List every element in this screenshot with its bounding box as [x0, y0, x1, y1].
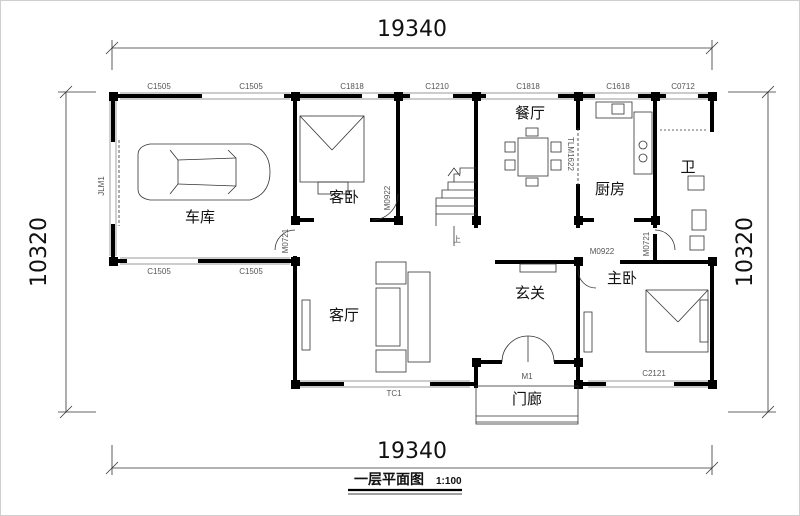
- height-left-label: 10320: [27, 217, 52, 287]
- entrance-door-icon: [501, 335, 555, 363]
- height-right-label: 10320: [733, 217, 758, 287]
- dimension-top: 19340: [105, 17, 719, 70]
- room-master-bedroom-label: 主卧: [607, 269, 637, 287]
- dining-table-icon: [504, 127, 562, 187]
- tag-c1818-a: C1818: [340, 82, 364, 91]
- stair-icon: [435, 167, 476, 246]
- room-kitchen-label: 厨房: [595, 180, 625, 198]
- tag-jlm1: JLM1: [97, 176, 106, 196]
- walls: [111, 94, 714, 388]
- kitchen-counter-icon: [595, 101, 653, 175]
- room-bathroom-label: 卫: [680, 158, 695, 176]
- tag-c1210: C1210: [425, 82, 449, 91]
- room-dining-label: 餐厅: [515, 104, 545, 122]
- room-porch-label: 门廊: [512, 390, 542, 408]
- tag-c1618: C1618: [606, 82, 630, 91]
- guest-bed-icon: [299, 115, 365, 195]
- tag-c1505-d: C1505: [239, 267, 263, 276]
- tag-c1505-c: C1505: [147, 267, 171, 276]
- tag-c1505-b: C1505: [239, 82, 263, 91]
- dimension-bottom: 19340: [105, 439, 719, 475]
- tag-c1505-a: C1505: [147, 82, 171, 91]
- living-sofa-icon: [301, 261, 431, 373]
- porch-steps-icon: [475, 385, 579, 425]
- tag-m0922-b: M0922: [590, 247, 615, 256]
- car-icon: [137, 143, 271, 201]
- width-bottom-label: 19340: [377, 439, 447, 464]
- room-living-label: 客厅: [329, 306, 359, 324]
- tag-m0721-b: M0721: [642, 231, 651, 256]
- master-bed-icon: [645, 289, 709, 353]
- tag-c2121: C2121: [642, 369, 666, 378]
- bathroom-fixtures-icon: [660, 129, 707, 251]
- room-garage-label: 车库: [185, 208, 215, 226]
- foyer-cabinet-icon: [519, 263, 557, 273]
- plan-scale-text: 1:100: [436, 476, 462, 487]
- plan-title: 一层平面图 1:100: [348, 472, 462, 495]
- plan-title-text: 一层平面图: [354, 472, 424, 488]
- room-foyer-label: 玄关: [515, 284, 545, 302]
- columns: [109, 92, 717, 389]
- windows: [109, 92, 712, 388]
- tag-c1818-b: C1818: [516, 82, 540, 91]
- tag-m1: M1: [521, 372, 533, 381]
- master-wardrobe-icon: [583, 311, 593, 353]
- dimension-right: 10320: [728, 85, 776, 419]
- width-top-label: 19340: [377, 17, 447, 42]
- tag-tlm1622: TLM1622: [566, 137, 575, 171]
- dimension-left: 10320: [27, 85, 96, 419]
- tag-m0922-a: M0922: [383, 185, 392, 210]
- room-guest-bedroom-label: 客卧: [329, 188, 359, 206]
- tag-stair-up: 上: [453, 235, 461, 244]
- tag-m0721-a: M0721: [281, 228, 290, 253]
- tag-tc1: TC1: [386, 389, 402, 398]
- door-swings: [274, 128, 676, 289]
- tag-c0712: C0712: [671, 82, 695, 91]
